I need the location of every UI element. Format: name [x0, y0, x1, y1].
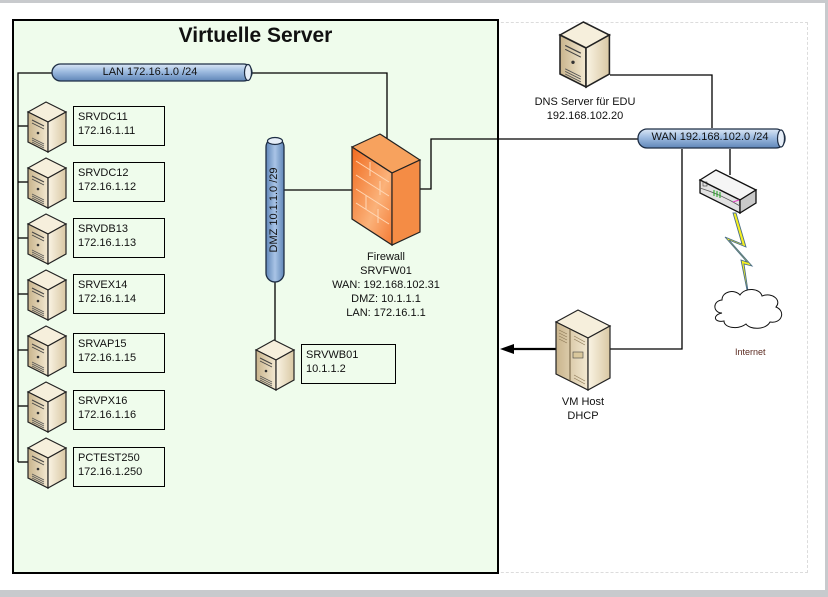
server-ip: 172.16.1.16 — [78, 409, 137, 421]
vm-host-label: VM Host — [561, 396, 605, 408]
server-ip: 10.1.1.2 — [306, 363, 346, 375]
server-ip: 172.16.1.14 — [78, 293, 137, 305]
arrow-head-icon — [500, 344, 514, 354]
server-name: SRVDC11 — [78, 111, 128, 123]
server-ip: 172.16.1.250 — [78, 466, 143, 478]
lightning-icon — [724, 212, 754, 306]
server-icon — [27, 213, 67, 265]
server-name: SRVEX14 — [78, 279, 128, 291]
firewall-dmz-ip: DMZ: 10.1.1.1 — [351, 293, 421, 305]
router-icon — [698, 169, 758, 215]
lan-pipe — [51, 63, 253, 82]
wan-vmhost-line — [610, 149, 683, 350]
wan-pipe — [637, 128, 786, 149]
vm-host-icon — [554, 309, 612, 392]
server-name: PCTEST250 — [78, 452, 140, 464]
internet-label: Internet — [735, 347, 766, 357]
virtual-servers-zone[interactable] — [12, 19, 499, 574]
lan-network-label: LAN 172.16.1.0 /24 — [102, 66, 198, 78]
window-right-border — [825, 0, 828, 597]
vm-host-caption: VM Host DHCP — [543, 395, 623, 423]
firewall-wan-line — [420, 138, 638, 190]
server-label-srvex14[interactable]: SRVEX14 172.16.1.14 — [73, 274, 165, 314]
server-label-srvpx16[interactable]: SRVPX16 172.16.1.16 — [73, 390, 165, 430]
cloud-icon — [714, 289, 783, 329]
server-icon — [27, 437, 67, 489]
firewall-hostname: SRVFW01 — [360, 265, 412, 277]
server-icon — [27, 101, 67, 153]
dns-server-label: DNS Server für EDU — [534, 96, 636, 108]
server-label-srvdc12[interactable]: SRVDC12 172.16.1.12 — [73, 162, 165, 202]
server-icon — [27, 381, 67, 433]
dns-wan-line — [610, 74, 713, 128]
server-icon — [27, 325, 67, 377]
server-name: SRVAP15 — [78, 338, 127, 350]
server-ip: 172.16.1.11 — [78, 125, 136, 137]
zone-title: Virtuelle Server — [178, 24, 333, 47]
dmz-network-label: DMZ 10.1.1.0 /29 — [268, 167, 280, 253]
server-name: SRVPX16 — [78, 395, 128, 407]
server-icon — [255, 339, 295, 391]
server-ip: 172.16.1.15 — [78, 352, 137, 364]
server-name: SRVDB13 — [78, 223, 128, 235]
firewall-label: Firewall — [367, 251, 405, 263]
server-icon — [27, 269, 67, 321]
server-label-srvwb01[interactable]: SRVWB01 10.1.1.2 — [301, 344, 396, 384]
firewall-icon — [350, 133, 422, 247]
connectors — [17, 72, 731, 463]
lan-trunk-line — [17, 72, 52, 462]
server-name: SRVDC12 — [78, 167, 129, 179]
wan-network-label: WAN 192.168.102.0 /24 — [651, 131, 769, 143]
server-label-srvap15[interactable]: SRVAP15 172.16.1.15 — [73, 333, 165, 373]
dns-server-ip: 192.168.102.20 — [546, 110, 624, 122]
server-ip: 172.16.1.13 — [78, 237, 137, 249]
window-bottom-border — [0, 590, 828, 597]
server-label-pctest250[interactable]: PCTEST250 172.16.1.250 — [73, 447, 165, 487]
dns-server-icon — [559, 21, 611, 88]
server-name: SRVWB01 — [306, 349, 359, 361]
firewall-caption: Firewall SRVFW01 WAN: 192.168.102.31 DMZ… — [316, 250, 456, 320]
lan-firewall-line — [252, 72, 388, 150]
window-top-border — [0, 0, 828, 3]
firewall-wan-ip: WAN: 192.168.102.31 — [332, 279, 440, 291]
server-icon — [27, 157, 67, 209]
vm-host-role: DHCP — [567, 410, 599, 422]
dns-server-caption: DNS Server für EDU 192.168.102.20 — [525, 95, 645, 123]
server-ip: 172.16.1.12 — [78, 181, 137, 193]
server-label-srvdc11[interactable]: SRVDC11 172.16.1.11 — [73, 106, 165, 146]
firewall-lan-ip: LAN: 172.16.1.1 — [346, 307, 426, 319]
dmz-pipe — [265, 136, 285, 283]
server-label-srvdb13[interactable]: SRVDB13 172.16.1.13 — [73, 218, 165, 258]
